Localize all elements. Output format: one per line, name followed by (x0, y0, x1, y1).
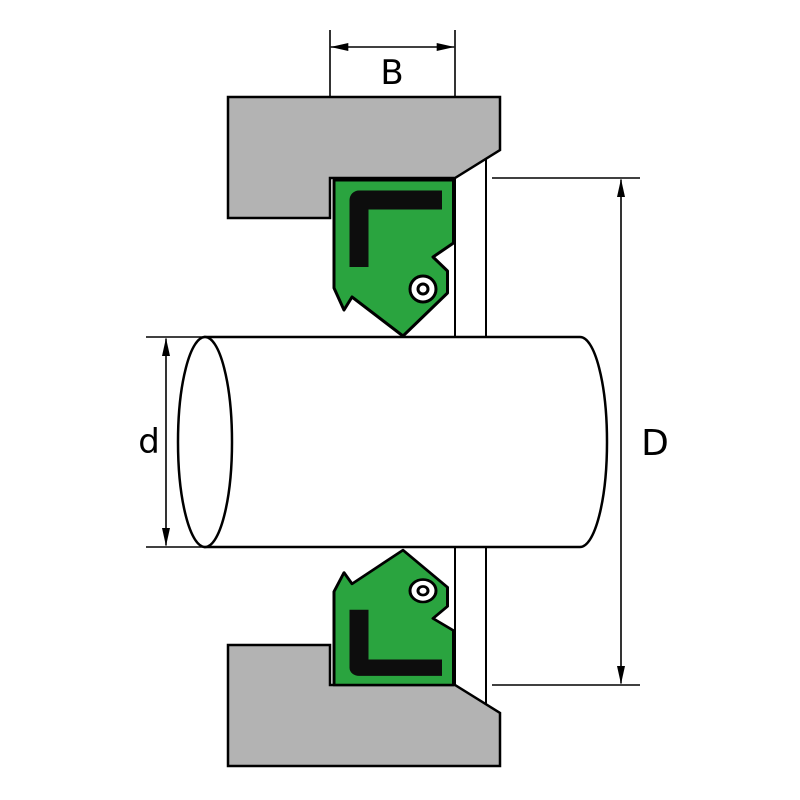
d-label: d (138, 422, 160, 462)
top-oil-seal (334, 180, 454, 336)
bottom-oil-seal (334, 550, 454, 685)
housing-block-top (226, 95, 502, 220)
dimension-D: D (492, 177, 669, 686)
shaft-body (203, 335, 609, 549)
shaft (176, 335, 609, 549)
shaft-end-face (176, 335, 234, 549)
dimension-B: B (329, 30, 456, 96)
dimension-d: d (138, 336, 203, 548)
b-label: B (380, 53, 403, 93)
D-label: D (641, 423, 669, 464)
